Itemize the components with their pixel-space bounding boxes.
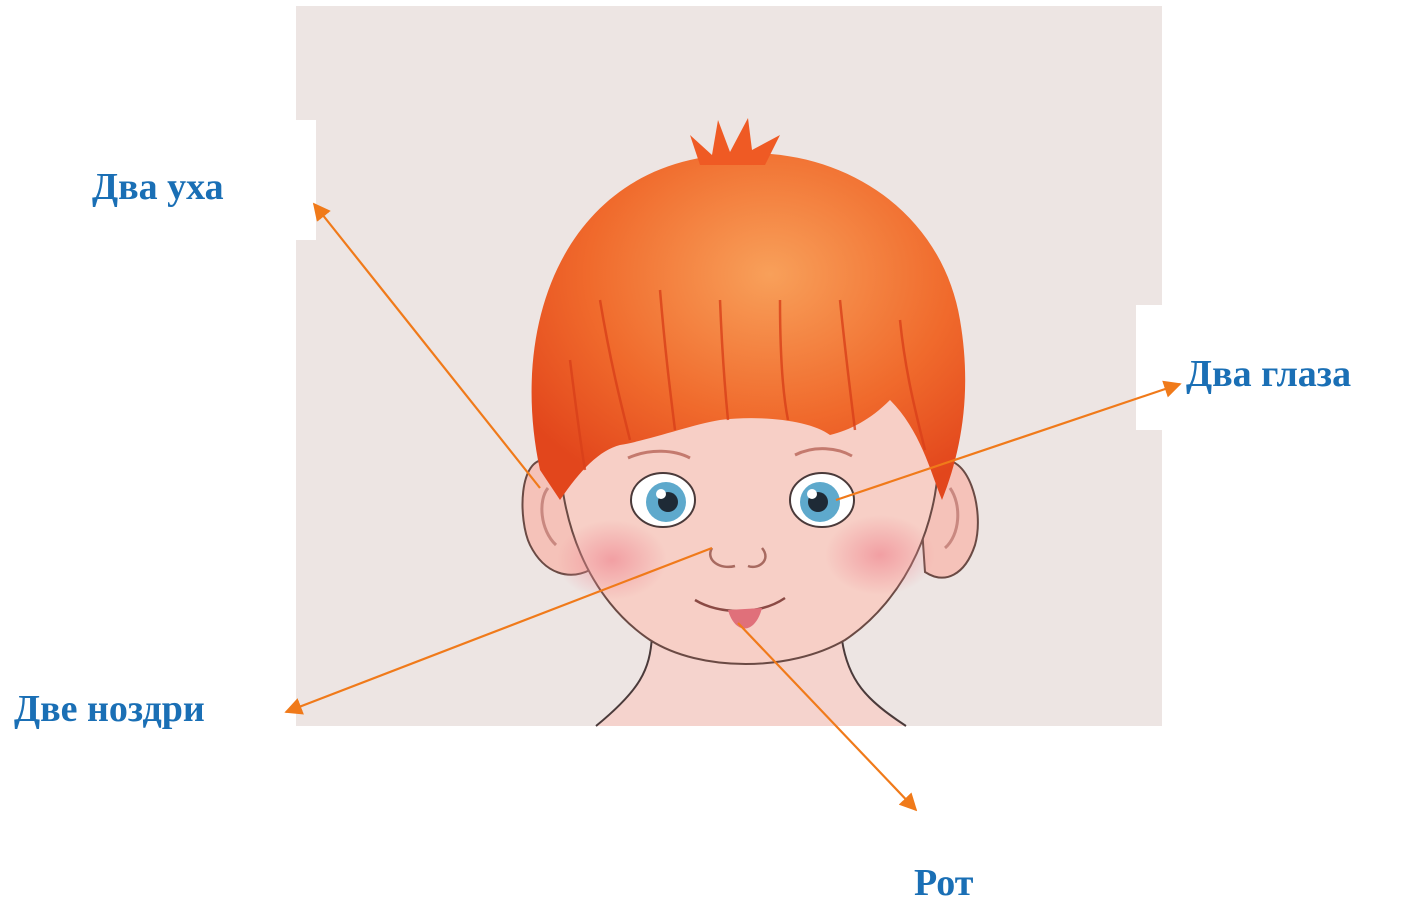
eye-right [790, 473, 854, 527]
eye-left [631, 473, 695, 527]
label-ears: Два уха [92, 168, 224, 206]
label-eyes: Два глаза [1186, 355, 1351, 393]
label-mouth: Рот [914, 864, 973, 902]
label-nostrils: Две ноздри [14, 690, 205, 728]
